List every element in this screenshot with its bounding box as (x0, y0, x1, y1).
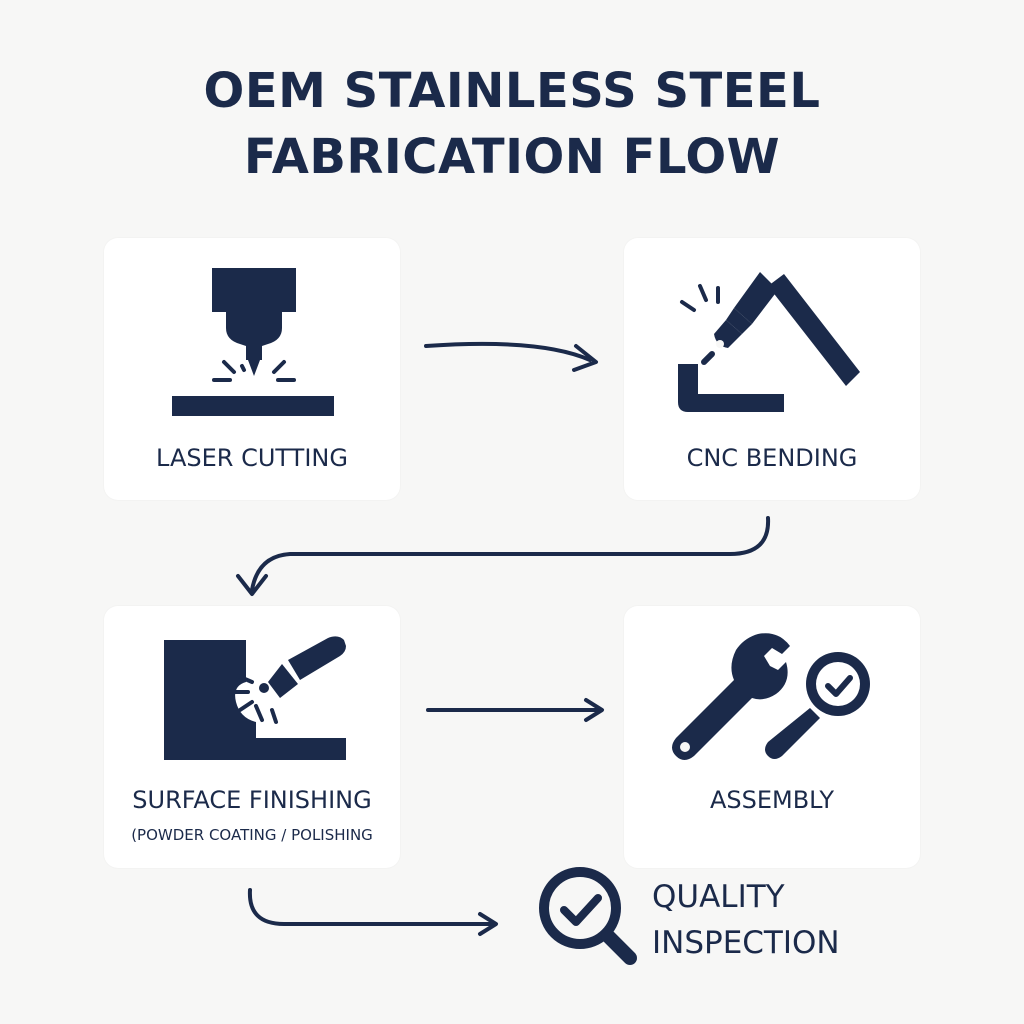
quality-line-1: QUALITY (652, 879, 785, 915)
quality-line-2: INSPECTION (652, 925, 840, 961)
page-title: OEM STAINLESS STEEL FABRICATION FLOW (0, 58, 1024, 190)
arrow-finishing-to-quality (247, 888, 498, 936)
spray-gun-icon (164, 636, 346, 760)
arrow-bending-to-finishing (236, 516, 771, 596)
arrow-finishing-to-assembly (426, 698, 604, 722)
quality-inspection-label: QUALITY INSPECTION (652, 874, 840, 966)
wrench-and-magnifier-icon (672, 633, 870, 760)
laser-cutting-label: LASER CUTTING (156, 444, 348, 472)
laser-cutter-icon (172, 268, 334, 416)
magnifier-check-icon (539, 867, 637, 965)
surface-finishing-label: SURFACE FINISHING (132, 786, 372, 814)
magnifier-check-small-icon (765, 652, 870, 759)
title-line-1: OEM STAINLESS STEEL (203, 63, 821, 119)
surface-finishing-sublabel: (POWDER COATING / POLISHING (131, 826, 373, 844)
wrench-icon (672, 633, 790, 760)
assembly-label: ASSEMBLY (709, 786, 835, 814)
cnc-bending-card (624, 238, 920, 500)
arrow-laser-to-bending (424, 341, 598, 372)
cnc-bending-label: CNC BENDING (686, 444, 858, 472)
press-brake-icon (678, 272, 860, 412)
assembly-card (624, 606, 920, 868)
title-line-2: FABRICATION FLOW (243, 129, 781, 185)
